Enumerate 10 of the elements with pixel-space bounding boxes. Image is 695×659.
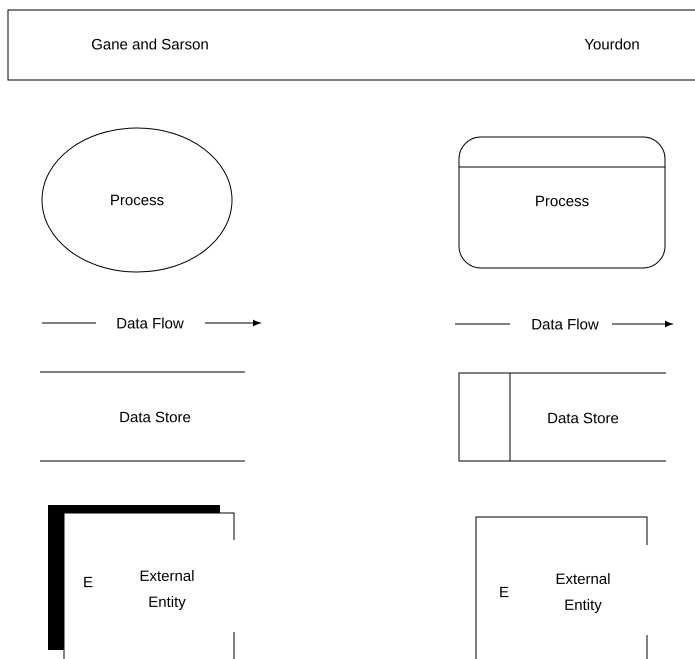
- data-store: Data Store: [40, 372, 246, 462]
- entity-box: E External Entity: [476, 516, 648, 659]
- data-store: Data Store: [458, 372, 666, 462]
- node-label: External Entity: [140, 570, 194, 610]
- process-box: Process: [458, 136, 666, 268]
- flow-label: Data Flow: [532, 318, 599, 330]
- node-label: E: [84, 576, 92, 588]
- entity-box: E External Entity: [48, 505, 234, 659]
- flow-label: Data Flow: [117, 318, 184, 328]
- header-band: Gane and Sarson Yourdon: [8, 10, 695, 80]
